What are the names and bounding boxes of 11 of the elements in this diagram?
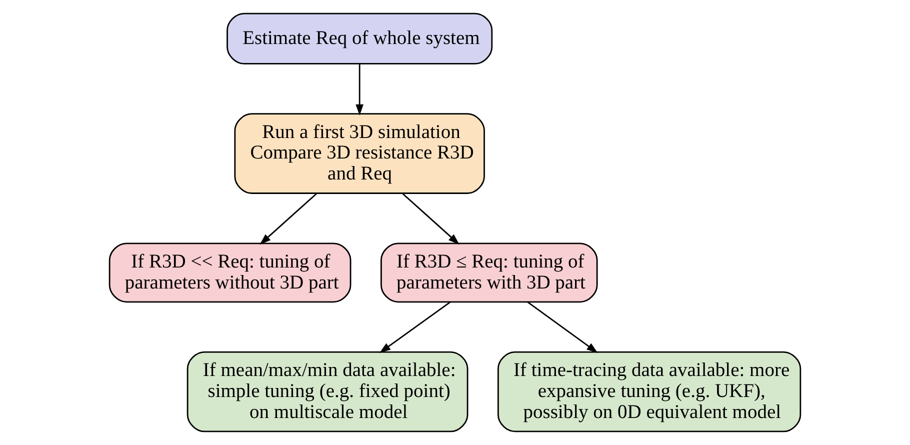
node-box: If R3D ≤ Req: tuning of parameters with 3D part bbox=[380, 242, 598, 303]
node-box: Estimate Req of whole system bbox=[226, 12, 493, 64]
arrow bbox=[260, 192, 318, 245]
arrow bbox=[380, 301, 451, 353]
arrow bbox=[356, 64, 364, 116]
node-box: If time-tracing data available: more expansive tuning (e.g. UKF), possibly on 0D equivalent model bbox=[497, 351, 802, 432]
node-box: If mean/max/min data available: simple tuning (e.g. fixed point) on multiscale model bbox=[186, 351, 468, 432]
node-box: Run a first 3D simulation Compare 3D resistance R3D and Req bbox=[234, 113, 485, 194]
arrow bbox=[402, 192, 460, 245]
node-box: If R3D << Req: tuning of parameters without 3D part bbox=[108, 242, 352, 303]
arrow bbox=[527, 301, 598, 353]
